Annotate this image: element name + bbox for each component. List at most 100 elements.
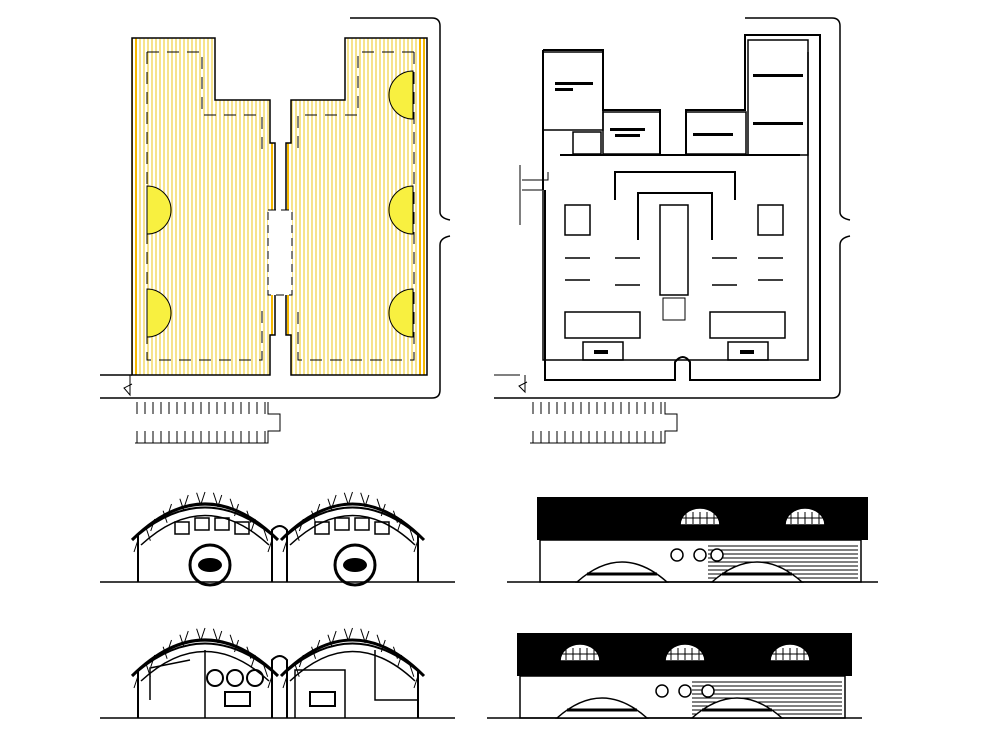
- line: [167, 639, 172, 653]
- line: [413, 539, 419, 553]
- round-window: [678, 684, 692, 698]
- line: [133, 539, 139, 553]
- window: [194, 517, 210, 531]
- room: [564, 204, 591, 236]
- line: [212, 628, 218, 641]
- line: [331, 630, 337, 644]
- line: [343, 628, 349, 641]
- floor-plan: [494, 17, 851, 444]
- round-window: [333, 543, 377, 587]
- line: [327, 634, 333, 647]
- line: [234, 639, 239, 653]
- roof-dome: [388, 288, 414, 338]
- round-window: [206, 669, 224, 687]
- roof-stripes: [132, 38, 425, 375]
- roof-dome: [146, 288, 172, 338]
- label-bar: [615, 134, 640, 137]
- window: [354, 517, 370, 531]
- line: [392, 510, 398, 523]
- facade: [519, 675, 846, 719]
- round-window: [701, 684, 715, 698]
- line: [200, 627, 206, 641]
- line: [133, 675, 139, 689]
- eave-line: [146, 51, 415, 361]
- line: [250, 654, 256, 668]
- central-stair: [659, 204, 689, 296]
- wall: [204, 650, 346, 718]
- lobby: [662, 297, 686, 321]
- line: [376, 634, 382, 647]
- line: [217, 630, 223, 644]
- label-bar: [740, 350, 754, 354]
- side-elevation: [100, 627, 455, 719]
- line: [234, 503, 239, 517]
- arched-opening: [575, 561, 669, 583]
- line: [217, 494, 223, 508]
- line: [364, 630, 370, 644]
- line: [360, 628, 366, 641]
- roof-outline: [131, 37, 428, 376]
- line: [298, 518, 304, 532]
- label-bar: [753, 122, 803, 125]
- break-line: [123, 375, 133, 397]
- room: [727, 341, 769, 361]
- site-boundary: [494, 17, 851, 399]
- counter: [564, 311, 641, 339]
- line: [311, 510, 317, 523]
- site-boundary: [100, 17, 451, 399]
- room: [757, 204, 784, 236]
- line: [331, 494, 337, 508]
- long-elevation: [507, 497, 878, 583]
- line: [397, 654, 403, 668]
- break-line: [494, 374, 528, 394]
- window: [314, 521, 330, 535]
- truss-top: [279, 638, 426, 678]
- rear-elevation: [487, 633, 862, 719]
- round-window: [655, 684, 669, 698]
- room: [602, 111, 661, 155]
- truss-top: [279, 502, 426, 542]
- round-window: [226, 669, 244, 687]
- corridor-wall: [614, 171, 736, 240]
- roof-dome: [388, 185, 414, 235]
- room: [572, 131, 602, 155]
- room: [747, 39, 809, 156]
- line: [200, 491, 206, 505]
- line: [380, 639, 386, 653]
- window: [309, 691, 336, 707]
- round-window: [670, 548, 684, 562]
- truss-top: [130, 502, 280, 542]
- round-window: [693, 548, 707, 562]
- line: [409, 528, 415, 541]
- truss-bottom: [140, 514, 270, 546]
- line: [229, 634, 235, 647]
- counter: [709, 311, 786, 339]
- parking-edge: [530, 402, 678, 444]
- parking-edge: [135, 402, 281, 444]
- line: [150, 518, 156, 532]
- truss-top: [130, 638, 280, 678]
- label-bar: [753, 74, 803, 77]
- line: [150, 654, 156, 668]
- line: [145, 528, 151, 541]
- label-bar: [594, 350, 608, 354]
- line: [263, 664, 269, 677]
- line: [167, 503, 172, 517]
- link: [271, 655, 288, 718]
- round-window: [188, 543, 232, 587]
- round-window: [246, 669, 264, 687]
- line: [183, 494, 189, 508]
- roof-dome: [146, 185, 172, 235]
- line: [179, 498, 185, 511]
- line: [327, 498, 333, 511]
- arched-opening: [555, 697, 649, 719]
- label-bar: [610, 128, 645, 131]
- line: [364, 494, 370, 508]
- room: [582, 341, 624, 361]
- line: [343, 492, 349, 505]
- truss-bottom: [289, 514, 416, 546]
- label-bar: [555, 82, 593, 85]
- line: [212, 492, 218, 505]
- line: [179, 634, 185, 647]
- room: [542, 51, 604, 131]
